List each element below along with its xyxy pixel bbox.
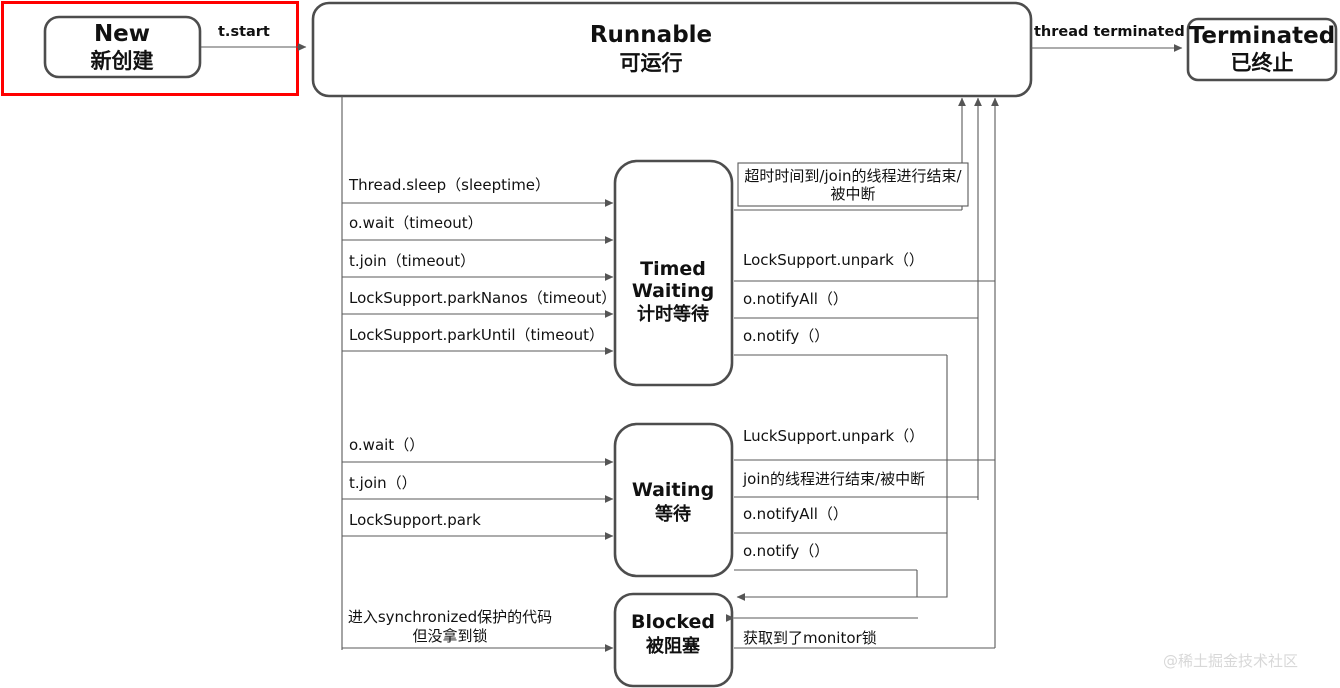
state-box-runnable[interactable] bbox=[311, 1, 1033, 98]
state-label-waiting-en: Waiting bbox=[632, 479, 714, 501]
state-box-blocked[interactable] bbox=[613, 592, 734, 688]
waiting-in-label-1: o.wait（） bbox=[349, 436, 424, 454]
state-label-timed-waiting-cn: 计时等待 bbox=[637, 303, 709, 325]
highlight-box-new-state bbox=[1, 1, 299, 96]
timed-waiting-out-label-1a: 超时时间到/join的线程进行结束/ bbox=[744, 167, 962, 185]
state-box-terminated[interactable] bbox=[1186, 17, 1338, 82]
blocked-in-label-2: 但没拿到锁 bbox=[412, 627, 487, 645]
timed-waiting-in-label-3: t.join（timeout） bbox=[349, 252, 475, 270]
state-label-runnable-en: Runnable bbox=[590, 22, 712, 48]
state-label-blocked-cn: 被阻塞 bbox=[646, 635, 701, 657]
transition-label-thread-terminated: thread terminated bbox=[1034, 24, 1185, 40]
state-box-new[interactable] bbox=[43, 15, 202, 79]
timed-waiting-out-label-4: o.notify（） bbox=[743, 327, 829, 345]
transition-label-t-start: t.start bbox=[218, 24, 270, 40]
waiting-in-label-3: LockSupport.park bbox=[349, 511, 481, 529]
timed-waiting-out-label-1b: 被中断 bbox=[830, 185, 875, 203]
blocked-out-label: 获取到了monitor锁 bbox=[743, 629, 877, 647]
waiting-out-label-1: LuckSupport.unpark（） bbox=[743, 427, 924, 445]
blocked-in-label-1: 进入synchronized保护的代码 bbox=[348, 608, 552, 626]
waiting-out-label-3: o.notifyAll（） bbox=[743, 505, 848, 523]
timed-waiting-in-label-1: Thread.sleep（sleeptime） bbox=[348, 176, 550, 194]
state-label-terminated-cn: 已终止 bbox=[1231, 51, 1294, 75]
timed-waiting-out-box-1 bbox=[737, 162, 969, 207]
timed-waiting-in-label-2: o.wait（timeout） bbox=[349, 214, 483, 232]
state-label-waiting-cn: 等待 bbox=[655, 503, 691, 525]
state-label-timed-waiting-en-1: Timed bbox=[640, 258, 706, 280]
waiting-outgoing-group: LuckSupport.unpark（） join的线程进行结束/被中断 o.n… bbox=[734, 427, 995, 571]
route-connectors-group bbox=[736, 355, 948, 601]
state-label-blocked-en: Blocked bbox=[631, 611, 715, 633]
timed-waiting-outgoing-group: 超时时间到/join的线程进行结束/ 被中断 LockSupport.unpar… bbox=[734, 162, 995, 356]
waiting-out-label-4: o.notify（） bbox=[743, 542, 829, 560]
waiting-incoming-group: o.wait（） t.join（） LockSupport.park bbox=[342, 436, 614, 540]
state-label-new-cn: 新创建 bbox=[91, 49, 154, 73]
connector-timed-notify bbox=[736, 355, 948, 601]
waiting-out-label-2: join的线程进行结束/被中断 bbox=[742, 470, 925, 488]
timed-waiting-in-label-4: LockSupport.parkNanos（timeout） bbox=[349, 289, 616, 307]
blocked-outgoing-group: 获取到了monitor锁 bbox=[726, 614, 995, 649]
timed-waiting-out-label-2: LockSupport.unpark（） bbox=[743, 251, 924, 269]
watermark-text: @稀土掘金技术社区 bbox=[1163, 652, 1298, 670]
state-label-runnable-cn: 可运行 bbox=[620, 51, 683, 75]
state-box-timed-waiting[interactable] bbox=[613, 159, 734, 387]
state-label-timed-waiting-en-2: Waiting bbox=[632, 280, 714, 302]
state-box-waiting[interactable] bbox=[613, 422, 734, 578]
state-label-new-en: New bbox=[94, 21, 150, 47]
blocked-incoming-group: 进入synchronized保护的代码 但没拿到锁 bbox=[342, 608, 614, 652]
state-label-terminated-en: Terminated bbox=[1189, 23, 1335, 49]
waiting-in-label-2: t.join（） bbox=[349, 474, 417, 492]
timed-waiting-in-label-5: LockSupport.parkUntil（timeout） bbox=[349, 326, 604, 344]
timed-waiting-out-label-3: o.notifyAll（） bbox=[743, 290, 848, 308]
timed-waiting-incoming-group: Thread.sleep（sleeptime） o.wait（timeout） … bbox=[342, 176, 616, 355]
